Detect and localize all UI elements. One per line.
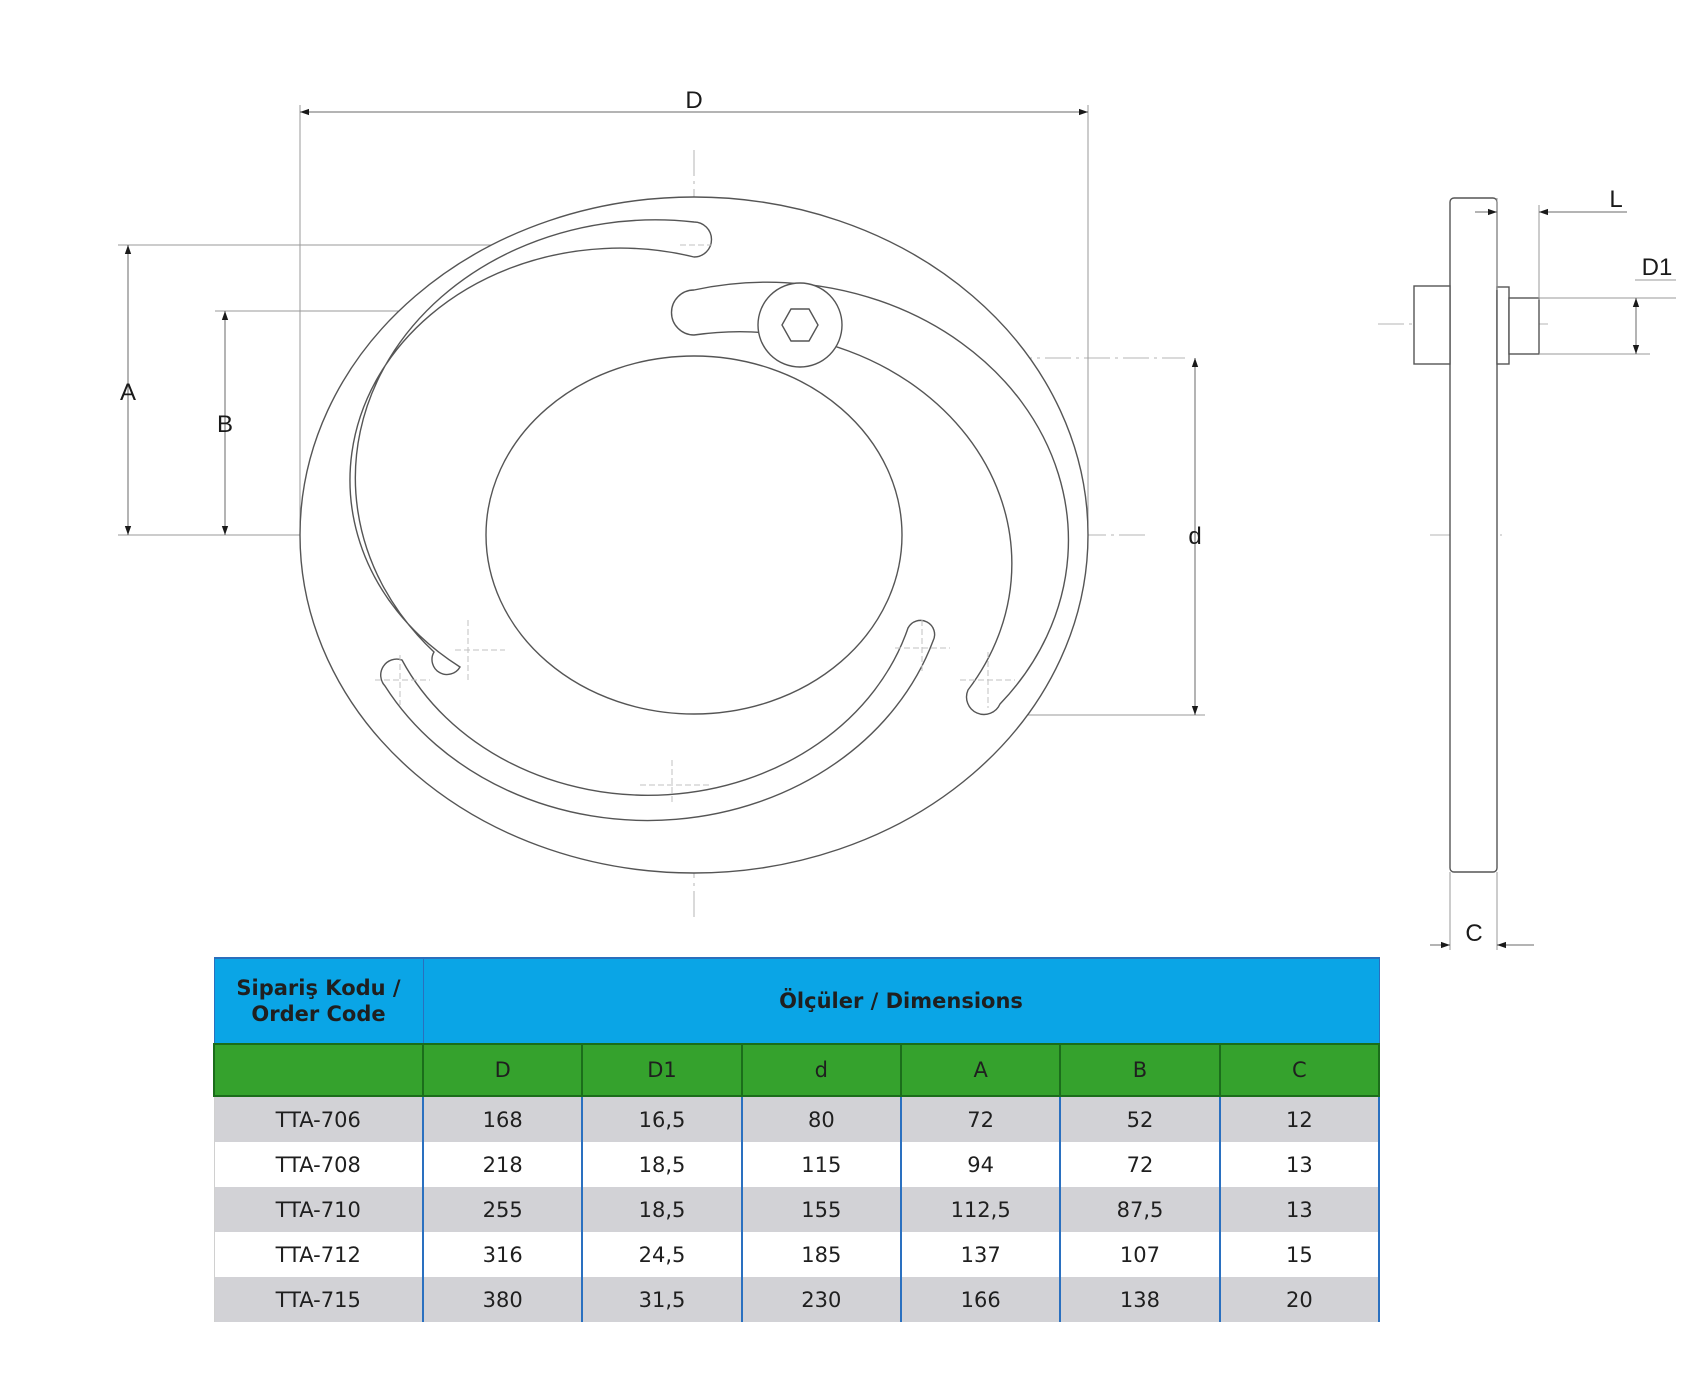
table-row: TTA-710 255 18,5 155 112,5 87,5 13	[213, 1187, 1381, 1232]
value-cell: 185	[740, 1232, 902, 1277]
label-L: L	[1609, 186, 1622, 213]
technical-drawing: D A B d L D1 C	[118, 87, 1676, 950]
value-cell: 52	[1059, 1096, 1221, 1142]
inner-bore-outline	[485, 355, 903, 715]
value-cell: 166	[899, 1277, 1062, 1322]
value-cell: 168	[421, 1096, 584, 1142]
plate-side-profile	[1449, 197, 1498, 873]
arc-slot-right	[670, 281, 1070, 716]
value-cell: 13	[1218, 1142, 1381, 1187]
order-code-header: Sipariş Kodu / Order Code	[213, 957, 424, 1044]
value-cell: 115	[740, 1142, 902, 1187]
arc-slot-left	[349, 219, 713, 676]
nut-profile	[1496, 286, 1510, 365]
label-B: B	[217, 411, 233, 438]
value-cell: 15	[1218, 1232, 1381, 1277]
value-cell: 112,5	[899, 1187, 1062, 1232]
value-cell: 72	[1059, 1142, 1221, 1187]
value-cell: 87,5	[1059, 1187, 1221, 1232]
dimensions-header: Ölçüler / Dimensions	[422, 957, 1380, 1044]
value-cell: 230	[740, 1277, 902, 1322]
value-cell: 18,5	[581, 1142, 743, 1187]
value-cell: 12	[1218, 1096, 1381, 1142]
value-cell: 31,5	[581, 1277, 743, 1322]
value-cell: 72	[899, 1096, 1062, 1142]
table-row: TTA-715 380 31,5 230 166 138 20	[213, 1277, 1381, 1322]
column-header-D1: D1	[581, 1043, 743, 1097]
arc-slot-bottom	[380, 619, 936, 822]
value-cell: 380	[421, 1277, 584, 1322]
bolt-head-outline	[757, 282, 843, 368]
outer-disc-outline	[299, 196, 1089, 874]
order-code-cell: TTA-710	[213, 1187, 424, 1232]
value-cell: 16,5	[581, 1096, 743, 1142]
dimensions-table: Sipariş Kodu / Order Code Ölçüler / Dime…	[213, 957, 1381, 1322]
value-cell: 316	[421, 1232, 584, 1277]
value-cell: 80	[740, 1096, 902, 1142]
table-row: TTA-708 218 18,5 115 94 72 13	[213, 1142, 1381, 1187]
order-code-cell: TTA-706	[213, 1096, 424, 1142]
table-title-row: Sipariş Kodu / Order Code Ölçüler / Dime…	[213, 957, 1380, 1044]
value-cell: 24,5	[581, 1232, 743, 1277]
slot-center-marks	[375, 244, 1015, 805]
value-cell: 218	[421, 1142, 584, 1187]
value-cell: 94	[899, 1142, 1062, 1187]
order-code-cell: TTA-712	[213, 1232, 424, 1277]
order-code-cell: TTA-715	[213, 1277, 424, 1322]
label-d: d	[1188, 523, 1201, 550]
label-D1: D1	[1642, 254, 1673, 281]
value-cell: 18,5	[581, 1187, 743, 1232]
column-header-blank	[213, 1043, 424, 1097]
value-cell: 137	[899, 1232, 1062, 1277]
value-cell: 138	[1059, 1277, 1221, 1322]
order-code-cell: TTA-708	[213, 1142, 424, 1187]
table-row: TTA-706 168 16,5 80 72 52 12	[213, 1096, 1381, 1142]
label-A: A	[120, 379, 136, 406]
column-header-B: B	[1059, 1043, 1221, 1097]
column-header-d: d	[740, 1043, 902, 1097]
value-cell: 20	[1218, 1277, 1381, 1322]
label-D: D	[685, 87, 702, 114]
table-row: TTA-712 316 24,5 185 137 107 15	[213, 1232, 1381, 1277]
value-cell: 155	[740, 1187, 902, 1232]
column-header-C: C	[1218, 1043, 1381, 1097]
value-cell: 107	[1059, 1232, 1221, 1277]
column-header-D: D	[421, 1043, 584, 1097]
column-header-row: D D1 d A B C	[213, 1043, 1381, 1097]
front-view: D A B d	[118, 87, 1205, 920]
value-cell: 13	[1218, 1187, 1381, 1232]
hex-socket-icon	[781, 308, 819, 342]
side-view: L D1 C	[1378, 186, 1676, 950]
value-cell: 255	[421, 1187, 584, 1232]
bolt-shank-profile	[1508, 297, 1540, 355]
label-C: C	[1465, 920, 1482, 947]
column-header-A: A	[899, 1043, 1062, 1097]
washer-profile	[1413, 285, 1451, 365]
